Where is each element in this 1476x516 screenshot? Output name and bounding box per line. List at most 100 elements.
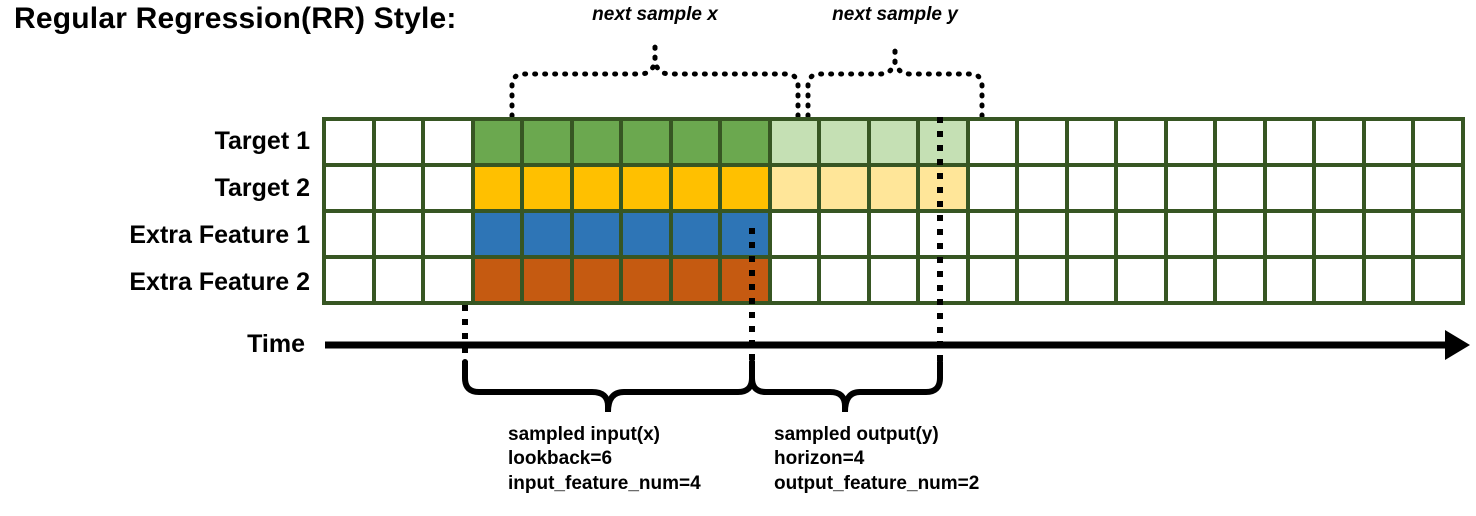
row-label-extra-feature-1: Extra Feature 1 — [129, 221, 310, 249]
brace-y-right — [892, 43, 985, 119]
grid-cell — [722, 121, 768, 163]
grid-cell — [1118, 167, 1164, 209]
note-sampled-input: sampled input(x) lookback=6 input_featur… — [508, 424, 701, 494]
grid-cell — [1068, 259, 1115, 301]
grid-cell — [771, 167, 818, 209]
brace-x-left — [509, 43, 658, 119]
grid-cell — [722, 259, 768, 301]
row-label-target-1: Target 1 — [214, 127, 310, 155]
grid-cell — [474, 167, 521, 209]
grid-cell — [375, 121, 422, 163]
grid-cell — [1266, 213, 1313, 255]
grid-cell — [573, 121, 620, 163]
grid-cell — [1217, 259, 1263, 301]
grid-cell — [1415, 121, 1461, 163]
grid-cell — [1365, 259, 1412, 301]
brace-sampled-output — [749, 359, 943, 413]
grid-cell — [969, 121, 1016, 163]
grid-cell — [474, 121, 521, 163]
grid-cell — [573, 167, 620, 209]
grid-cell — [870, 259, 917, 301]
grid-cell — [920, 167, 966, 209]
grid-cell — [1217, 167, 1263, 209]
grid-cell — [1316, 259, 1362, 301]
grid-cell — [870, 167, 917, 209]
grid-cell — [969, 213, 1016, 255]
grid-cell — [870, 213, 917, 255]
grid-cell — [375, 167, 422, 209]
grid-cell — [821, 121, 867, 163]
grid-cell — [1167, 167, 1214, 209]
grid-cell — [1019, 121, 1065, 163]
grid-cell — [920, 121, 966, 163]
grid-cell — [1068, 167, 1115, 209]
brace-sampled-input — [462, 359, 755, 413]
grid-cell — [623, 259, 669, 301]
grid-cell — [870, 121, 917, 163]
grid-cell — [375, 213, 422, 255]
grid-cell — [1118, 259, 1164, 301]
grid-cell — [1365, 213, 1412, 255]
timeline-grid — [322, 117, 1465, 305]
grid-cell — [375, 259, 422, 301]
grid-cell — [1068, 121, 1115, 163]
grid-cell — [1415, 213, 1461, 255]
time-axis-arrowhead — [1445, 330, 1470, 360]
grid-cell — [1019, 167, 1065, 209]
grid-cell — [524, 213, 570, 255]
grid-cell — [474, 213, 521, 255]
grid-cell — [1266, 121, 1313, 163]
grid-cell — [821, 213, 867, 255]
page-title: Regular Regression(RR) Style: — [14, 2, 457, 35]
grid-cell — [1217, 213, 1263, 255]
grid-cell — [722, 167, 768, 209]
grid-cell — [1266, 259, 1313, 301]
grid-cell — [722, 213, 768, 255]
annotation-next-sample-x: next sample x — [592, 4, 718, 25]
grid-cell — [623, 121, 669, 163]
grid-cell — [326, 121, 372, 163]
grid-cell — [969, 259, 1016, 301]
grid-cell — [672, 167, 719, 209]
note-sampled-output: sampled output(y) horizon=4 output_featu… — [774, 424, 980, 494]
grid-cell — [1266, 167, 1313, 209]
grid-cell — [573, 259, 620, 301]
grid-cell — [1365, 121, 1412, 163]
grid-cell — [1365, 167, 1412, 209]
grid-cell — [1167, 121, 1214, 163]
grid-cell — [623, 213, 669, 255]
grid-cell — [1415, 167, 1461, 209]
grid-cell — [425, 259, 471, 301]
grid-cell — [1019, 213, 1065, 255]
grid-cell — [969, 167, 1016, 209]
grid-cell — [524, 121, 570, 163]
grid-cell — [1118, 213, 1164, 255]
grid-cell — [623, 167, 669, 209]
grid-cell — [1118, 121, 1164, 163]
grid-cell — [1167, 213, 1214, 255]
grid-cell — [821, 167, 867, 209]
grid-cell — [425, 121, 471, 163]
grid-cell — [821, 259, 867, 301]
grid-cell — [573, 213, 620, 255]
grid-cell — [1167, 259, 1214, 301]
row-label-extra-feature-2: Extra Feature 2 — [129, 268, 310, 296]
grid-cell — [672, 121, 719, 163]
grid-cell — [1068, 213, 1115, 255]
grid-cell — [326, 167, 372, 209]
grid-cell — [524, 167, 570, 209]
brace-x-right — [652, 43, 801, 119]
brace-y-left — [805, 43, 898, 119]
grid-cell — [920, 259, 966, 301]
grid-cell — [771, 121, 818, 163]
grid-cell — [1217, 121, 1263, 163]
grid-cell — [326, 213, 372, 255]
grid-cell — [672, 213, 719, 255]
annotation-next-sample-y: next sample y — [832, 4, 958, 25]
row-label-target-2: Target 2 — [214, 174, 310, 202]
grid-cell — [672, 259, 719, 301]
grid-cell — [524, 259, 570, 301]
grid-cell — [425, 213, 471, 255]
